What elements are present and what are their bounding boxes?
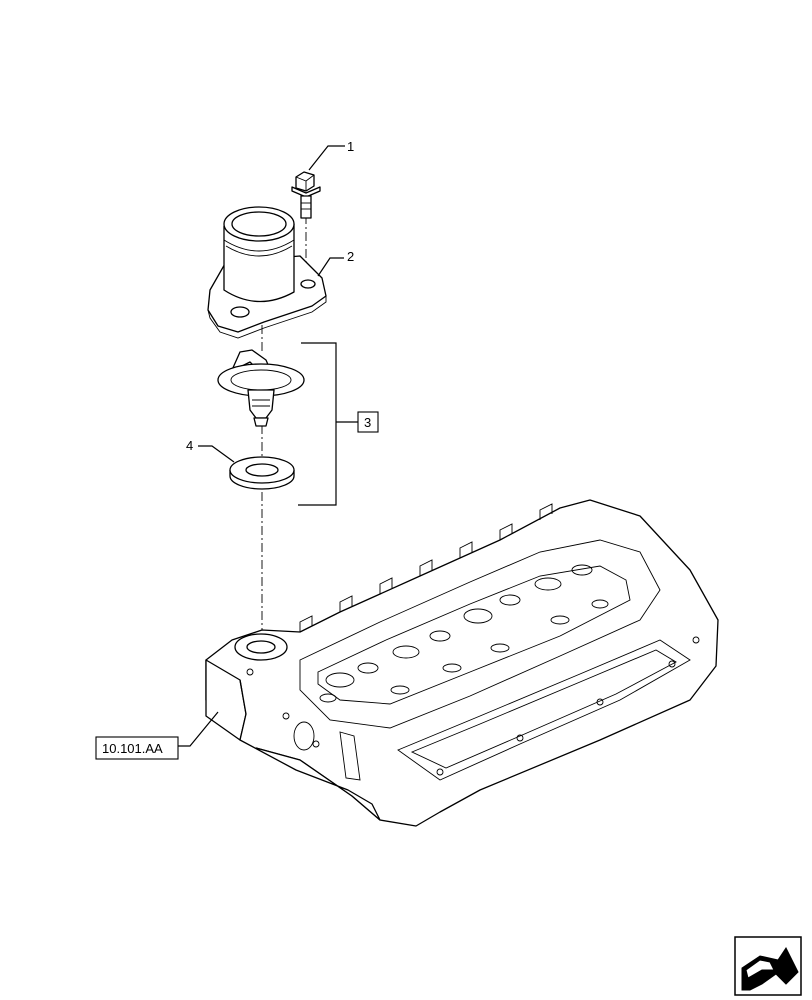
reference-link[interactable]: 10.101.AA [95,711,219,760]
assembly-bracket [298,342,358,506]
callout-4[interactable]: 4 [186,438,235,463]
callout-4-label: 4 [186,438,193,453]
callout-1[interactable]: 1 [308,139,354,171]
reference-label: 10.101.AA [102,741,163,756]
cylinder-head-part [205,499,719,827]
callout-1-label: 1 [347,139,354,154]
arrow-next-icon[interactable] [734,936,802,996]
callout-3[interactable]: 3 [357,411,379,433]
callout-2-label: 2 [347,249,354,264]
thermostat-part [217,349,305,427]
callout-2[interactable]: 2 [317,249,354,277]
thermostat-housing-part [207,206,327,339]
seal-ring-part [229,456,295,490]
callout-3-label: 3 [364,415,371,430]
bolt-part [291,171,321,219]
